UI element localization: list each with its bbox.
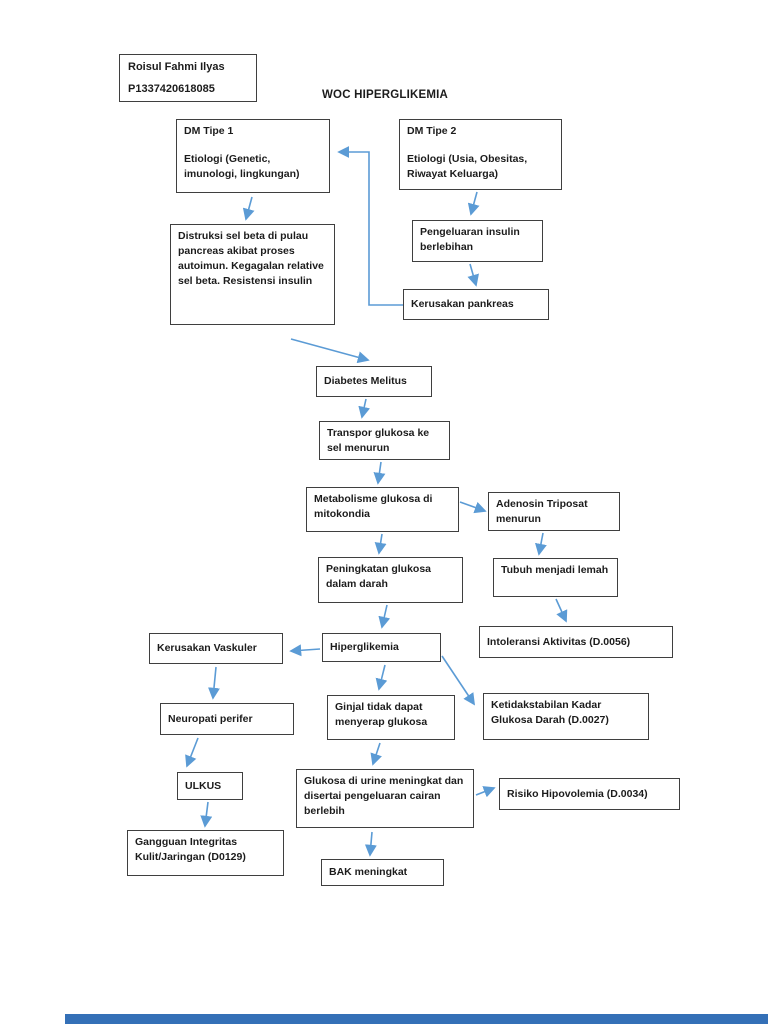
node-text: Hiperglikemia bbox=[330, 641, 399, 654]
arrow-dm2-to-pengeluaran bbox=[467, 191, 480, 216]
arrow-dm1-to-distruksi bbox=[242, 196, 255, 221]
node-glukosa-di-urine: Glukosa di urine meningkat dan disertai … bbox=[296, 769, 474, 828]
node-title: DM Tipe 2 bbox=[407, 125, 457, 137]
node-text: ULKUS bbox=[185, 779, 222, 792]
node-text: Glukosa di urine meningkat dan disertai … bbox=[304, 775, 464, 817]
arrow-ginjal-to-urine bbox=[370, 742, 382, 766]
node-kerusakan-pankreas: Kerusakan pankreas bbox=[403, 289, 549, 320]
node-text: Metabolisme glukosa di mitokondia bbox=[314, 493, 433, 520]
arrow-hiperglikemia-to-vaskuler bbox=[289, 644, 321, 657]
arrow-peningkatan-to-hiperglikemia bbox=[378, 604, 391, 629]
node-transpor-glukosa: Transpor glukosa ke sel menurun bbox=[319, 421, 450, 460]
node-subtitle: Etiologi (Genetic, imunologi, lingkungan… bbox=[184, 152, 300, 180]
node-intoleransi-aktivitas: Intoleransi Aktivitas (D.0056) bbox=[479, 626, 673, 658]
node-metabolisme-glukosa: Metabolisme glukosa di mitokondia bbox=[306, 487, 459, 532]
node-hiperglikemia: Hiperglikemia bbox=[322, 633, 441, 662]
arrow-metabolisme-to-peningkatan bbox=[374, 533, 387, 555]
node-text: Distruksi sel beta di pulau pancreas aki… bbox=[178, 230, 324, 287]
arrow-ulkus-to-gangguan bbox=[200, 801, 213, 828]
node-dm-tipe-1: DM Tipe 1 Etiologi (Genetic, imunologi, … bbox=[176, 119, 330, 193]
node-gangguan-integritas: Gangguan Integritas Kulit/Jaringan (D012… bbox=[127, 830, 284, 876]
arrow-diabetes-to-transpor bbox=[358, 398, 371, 419]
node-ketidakstabilan-kadar-glukosa: Ketidakstabilan Kadar Glukosa Darah (D.0… bbox=[483, 693, 649, 740]
node-tubuh-menjadi-lemah: Tubuh menjadi lemah bbox=[493, 558, 618, 597]
node-dm-tipe-2: DM Tipe 2 Etiologi (Usia, Obesitas, Riwa… bbox=[399, 119, 562, 190]
node-text: BAK meningkat bbox=[329, 866, 408, 879]
node-neuropati-perifer: Neuropati perifer bbox=[160, 703, 294, 735]
node-text: Transpor glukosa ke sel menurun bbox=[327, 427, 430, 454]
arrow-urine-to-risiko bbox=[475, 786, 496, 798]
node-text: Risiko Hipovolemia (D.0034) bbox=[507, 787, 648, 800]
author-name: Roisul Fahmi Ilyas bbox=[128, 61, 225, 73]
node-text: Kerusakan pankreas bbox=[411, 298, 514, 311]
arrow-hiperglikemia-to-ginjal bbox=[375, 664, 388, 691]
arrow-urine-to-bak bbox=[364, 831, 377, 857]
arrow-transpor-to-metabolisme bbox=[373, 461, 386, 485]
node-text: Ketidakstabilan Kadar Glukosa Darah (D.0… bbox=[491, 699, 609, 726]
node-ulkus: ULKUS bbox=[177, 772, 243, 800]
arrow-adenosin-to-tubuh bbox=[535, 532, 547, 556]
arrow-tubuh-to-intoleransi bbox=[555, 598, 568, 623]
node-diabetes-melitus: Diabetes Melitus bbox=[316, 366, 432, 397]
node-peningkatan-glukosa: Peningkatan glukosa dalam darah bbox=[318, 557, 463, 603]
arrow-metabolisme-to-adenosin bbox=[459, 501, 487, 514]
node-adenosin-triposat: Adenosin Triposat menurun bbox=[488, 492, 620, 531]
page-title: WOC HIPERGLIKEMIA bbox=[322, 89, 449, 101]
node-text: Adenosin Triposat menurun bbox=[496, 498, 588, 525]
node-text: Kerusakan Vaskuler bbox=[157, 642, 257, 655]
node-text: Neuropati perifer bbox=[168, 712, 253, 725]
bottom-blue-bar bbox=[65, 1014, 768, 1024]
node-ginjal-tidak-dapat: Ginjal tidak dapat menyerap glukosa bbox=[327, 695, 455, 740]
node-text: Gangguan Integritas Kulit/Jaringan (D012… bbox=[135, 836, 246, 863]
node-title: DM Tipe 1 bbox=[184, 125, 234, 137]
node-distruksi-sel-beta: Distruksi sel beta di pulau pancreas aki… bbox=[170, 224, 335, 325]
node-text: Intoleransi Aktivitas (D.0056) bbox=[487, 635, 631, 648]
author-box: Roisul Fahmi Ilyas P1337420618085 bbox=[119, 54, 257, 102]
author-id: P1337420618085 bbox=[128, 83, 215, 96]
node-text: Diabetes Melitus bbox=[324, 375, 407, 388]
arrow-pengeluaran-to-pankreas bbox=[467, 263, 479, 287]
node-text: Ginjal tidak dapat menyerap glukosa bbox=[335, 701, 428, 728]
node-kerusakan-vaskuler: Kerusakan Vaskuler bbox=[149, 633, 283, 664]
node-risiko-hipovolemia: Risiko Hipovolemia (D.0034) bbox=[499, 778, 680, 810]
node-bak-meningkat: BAK meningkat bbox=[321, 859, 444, 886]
node-text: Tubuh menjadi lemah bbox=[501, 564, 609, 576]
node-pengeluaran-insulin: Pengeluaran insulin berlebihan bbox=[412, 220, 543, 262]
node-text: Peningkatan glukosa dalam darah bbox=[326, 563, 432, 590]
arrow-vaskuler-to-neuropati bbox=[208, 666, 220, 700]
node-subtitle: Etiologi (Usia, Obesitas, Riwayat Keluar… bbox=[407, 152, 528, 180]
node-text: Pengeluaran insulin berlebihan bbox=[420, 226, 520, 253]
arrow-neuropati-to-ulkus bbox=[185, 737, 199, 768]
arrow-pankreas-to-dm1 bbox=[337, 146, 403, 306]
arrow-distruksi-to-diabetes bbox=[290, 338, 370, 364]
